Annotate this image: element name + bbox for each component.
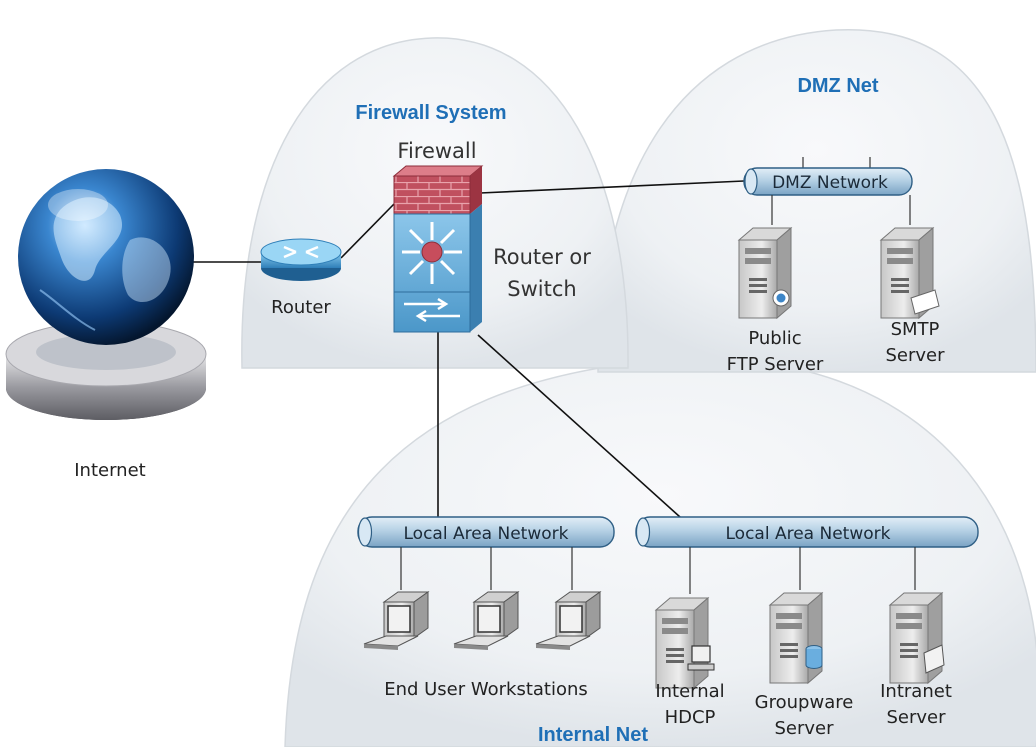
public-ftp-label-line1: Public (748, 328, 801, 349)
firewall-icon (392, 165, 484, 215)
router-switch-label-line2: Switch (507, 277, 576, 301)
connections (190, 180, 745, 518)
internal-hdcp-label-line2: HDCP (665, 707, 716, 728)
groupware-label-line2: Server (774, 718, 834, 739)
server-icon-public-ftp (738, 227, 792, 319)
zone-title-firewall-system: Firewall System (355, 102, 506, 124)
intranet-label-line2: Server (886, 707, 946, 728)
server-icon-intranet (889, 592, 945, 684)
switch-icon (393, 204, 482, 333)
router-icon (260, 238, 342, 281)
smtp-label-line1: SMTP (891, 319, 940, 340)
server-icon-groupware (769, 592, 823, 684)
internet-label: Internet (74, 460, 145, 481)
router-switch-label-line1: Router or (493, 245, 591, 269)
zone-title-internal-net: Internal Net (538, 724, 648, 746)
globe-icon (5, 169, 207, 420)
public-ftp-label-line2: FTP Server (727, 354, 824, 375)
lan-left-pipe (357, 516, 615, 548)
firewall-label: Firewall (397, 139, 476, 163)
groupware-label-line1: Groupware (755, 692, 854, 713)
dmz-network-pipe (743, 157, 913, 196)
server-icon-internal-hdcp (655, 597, 715, 689)
server-icon-smtp (880, 227, 940, 319)
lan-left-label: Local Area Network (404, 524, 569, 544)
zone-title-dmz-net: DMZ Net (797, 75, 878, 97)
router-label: Router (271, 297, 331, 318)
dmz-network-label: DMZ Network (772, 173, 888, 193)
workstations-label: End User Workstations (384, 679, 588, 700)
lan-right-label: Local Area Network (726, 524, 891, 544)
intranet-label-line1: Intranet (880, 681, 952, 702)
smtp-label-line2: Server (885, 345, 945, 366)
lan-right-pipe (635, 516, 979, 548)
internal-hdcp-label-line1: Internal (655, 681, 724, 702)
